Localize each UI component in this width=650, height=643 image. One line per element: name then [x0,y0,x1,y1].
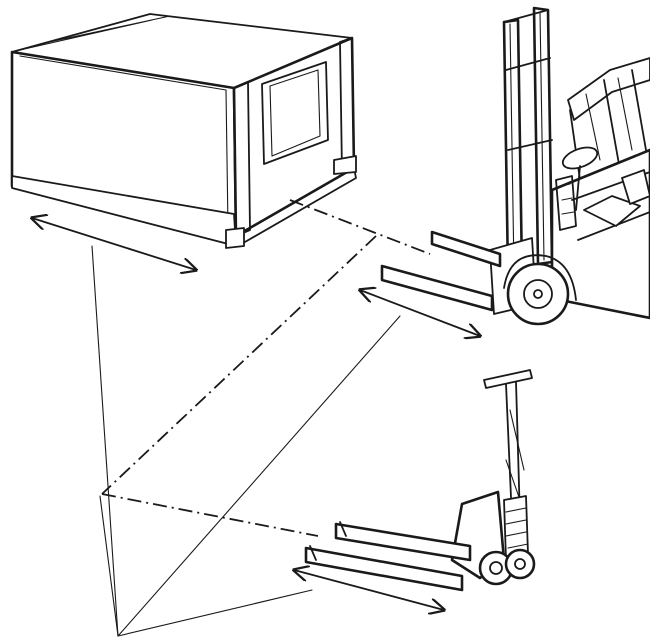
width-arrow-pallet-jack-forks [294,570,444,610]
leader-lines [91,245,401,637]
width-arrow-crate [32,218,196,270]
plane-outline-dashdot [101,199,431,537]
shipping-crate [10,13,357,249]
width-arrow-forklift-forks [360,290,480,336]
forklift-truck [380,6,650,326]
pallet-jack [304,369,536,592]
